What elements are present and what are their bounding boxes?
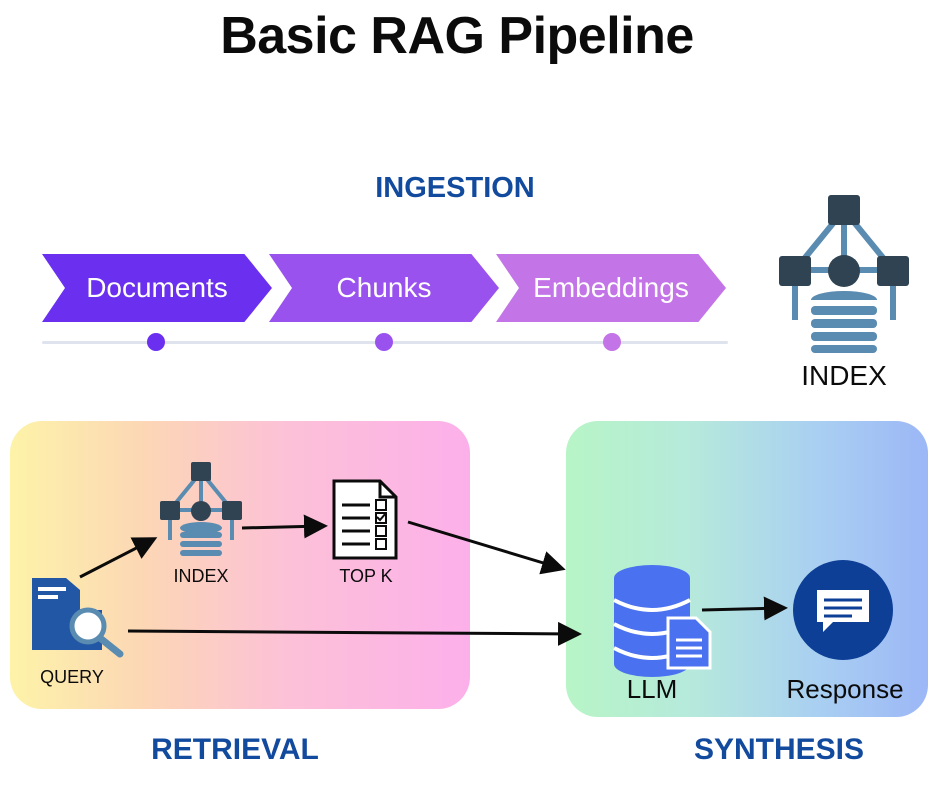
step-chunks: Chunks <box>269 254 499 322</box>
synthesis-panel <box>566 421 928 717</box>
timeline-dot-documents <box>147 333 165 351</box>
ingestion-label: INGESTION <box>375 172 535 204</box>
step-documents: Documents <box>42 254 272 322</box>
page-title: Basic RAG Pipeline <box>220 7 694 65</box>
synthesis-label: SYNTHESIS <box>693 733 865 766</box>
step-documents-label: Documents <box>86 272 228 303</box>
step-embeddings: Embeddings <box>496 254 726 322</box>
query-label: QUERY <box>40 667 104 687</box>
ingestion-index-label: INDEX <box>801 360 887 391</box>
step-embeddings-label: Embeddings <box>533 272 689 303</box>
topk-label: TOP K <box>339 566 393 586</box>
retrieval-label: RETRIEVAL <box>151 733 319 766</box>
retrieval-panel <box>10 421 470 709</box>
timeline-dot-embeddings <box>603 333 621 351</box>
retrieval-index-label: INDEX <box>173 566 229 586</box>
step-chunks-label: Chunks <box>336 272 432 303</box>
llm-label: LLM <box>626 674 678 704</box>
response-label: Response <box>786 674 904 704</box>
timeline-dot-chunks <box>375 333 393 351</box>
